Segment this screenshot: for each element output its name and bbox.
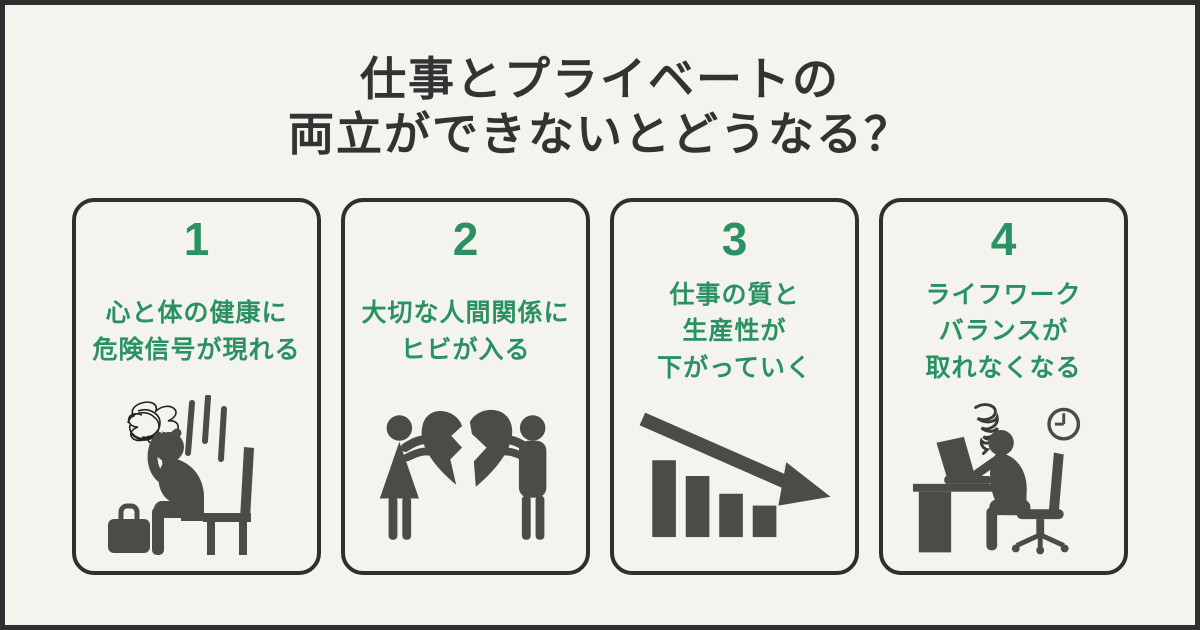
- card-text-line: バランスが: [938, 317, 1069, 346]
- card-text-line: 大切な人間関係に: [361, 299, 570, 328]
- card-text-line: 生産性が: [682, 317, 787, 346]
- consequence-cards: 1 心と体の健康に 危険信号が現れる: [72, 198, 1128, 575]
- declining-bar-chart-icon: [636, 393, 834, 571]
- card-text-line: 危険信号が現れる: [92, 335, 301, 364]
- page-title-line2: 両立ができないとどうなる？: [288, 108, 912, 161]
- card-text: 大切な人間関係に ヒビが入る: [361, 271, 569, 393]
- card-text-line: 心と体の健康に: [105, 299, 288, 328]
- card-number: 4: [990, 213, 1017, 265]
- card-life-work-balance: 4 ライフワーク バランスが 取れなくなる: [879, 198, 1128, 575]
- card-number: 2: [452, 213, 479, 265]
- page-title: 仕事とプライベートの 両立ができないとどうなる？: [0, 52, 1200, 162]
- card-productivity-decline: 3 仕事の質と 生産性が 下がっていく: [610, 198, 859, 575]
- card-health-warning: 1 心と体の健康に 危険信号が現れる: [72, 198, 321, 575]
- stressed-person-icon: [104, 393, 290, 571]
- card-number: 3: [721, 213, 748, 265]
- card-text: ライフワーク バランスが 取れなくなる: [925, 271, 1081, 393]
- card-text-line: 仕事の質と: [669, 280, 800, 309]
- card-number: 1: [183, 213, 210, 265]
- card-text-line: 取れなくなる: [925, 353, 1082, 382]
- card-text: 心と体の健康に 危険信号が現れる: [92, 271, 300, 393]
- card-text: 仕事の質と 生産性が 下がっていく: [657, 271, 812, 393]
- overworked-desk-icon: [911, 393, 1097, 571]
- card-relationships-crack: 2 大切な人間関係に ヒビが入る: [341, 198, 590, 575]
- page-title-line1: 仕事とプライベートの: [360, 53, 840, 105]
- card-text-line: ヒビが入る: [400, 335, 531, 364]
- card-text-line: 下がっていく: [657, 353, 812, 382]
- card-text-line: ライフワーク: [925, 280, 1082, 309]
- broken-heart-couple-icon: [368, 393, 564, 571]
